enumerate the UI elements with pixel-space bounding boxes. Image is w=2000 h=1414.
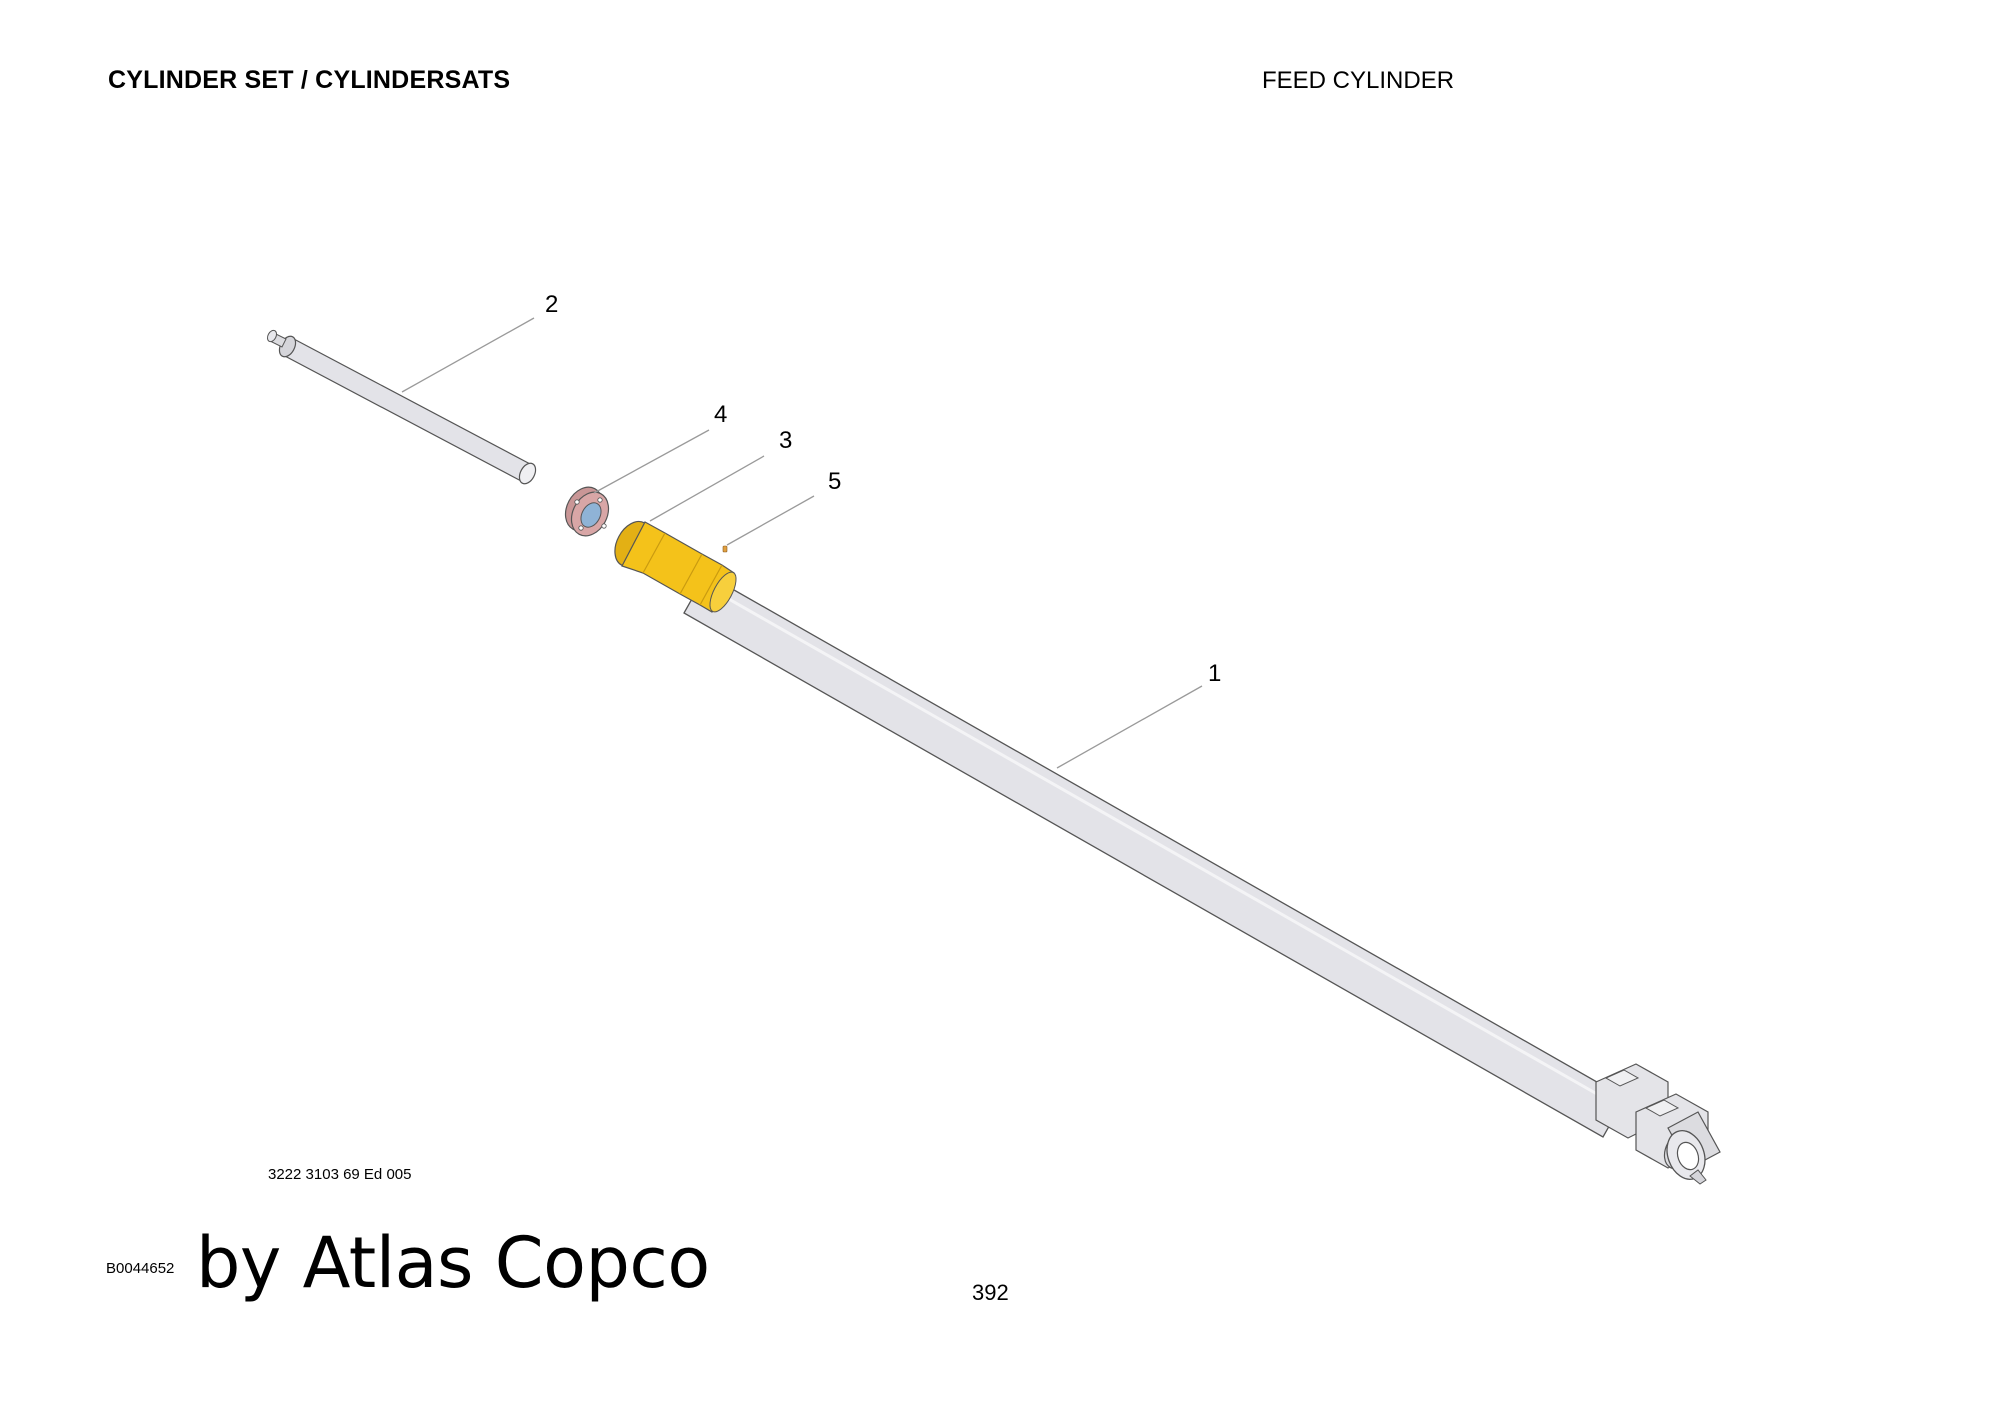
leader-line-3 <box>649 455 765 522</box>
leader-line-2 <box>401 317 535 393</box>
callout-4: 4 <box>714 401 728 428</box>
leader-line-1 <box>1056 685 1203 769</box>
figure-code: B0044652 <box>106 1260 175 1277</box>
document-number: 3222 3103 69 Ed 005 <box>268 1166 412 1183</box>
section-title: CYLINDER SET / CYLINDERSATS <box>108 66 511 94</box>
callout-2: 2 <box>545 291 559 318</box>
cylinder-tube <box>683 573 1721 1185</box>
small-component <box>722 545 728 553</box>
leader-line-5 <box>726 495 815 546</box>
assembly-title: FEED CYLINDER <box>1262 67 1455 94</box>
page-number: 392 <box>972 1280 1009 1305</box>
leader-line-4 <box>593 429 710 494</box>
brand-text: by Atlas Copco <box>196 1222 710 1304</box>
cylinder-head <box>614 520 737 613</box>
callout-1: 1 <box>1208 660 1222 687</box>
leader-lines <box>401 317 1203 769</box>
callout-3: 3 <box>779 427 793 454</box>
nut <box>564 486 610 537</box>
piston-rod <box>266 329 537 485</box>
callout-5: 5 <box>828 468 842 495</box>
